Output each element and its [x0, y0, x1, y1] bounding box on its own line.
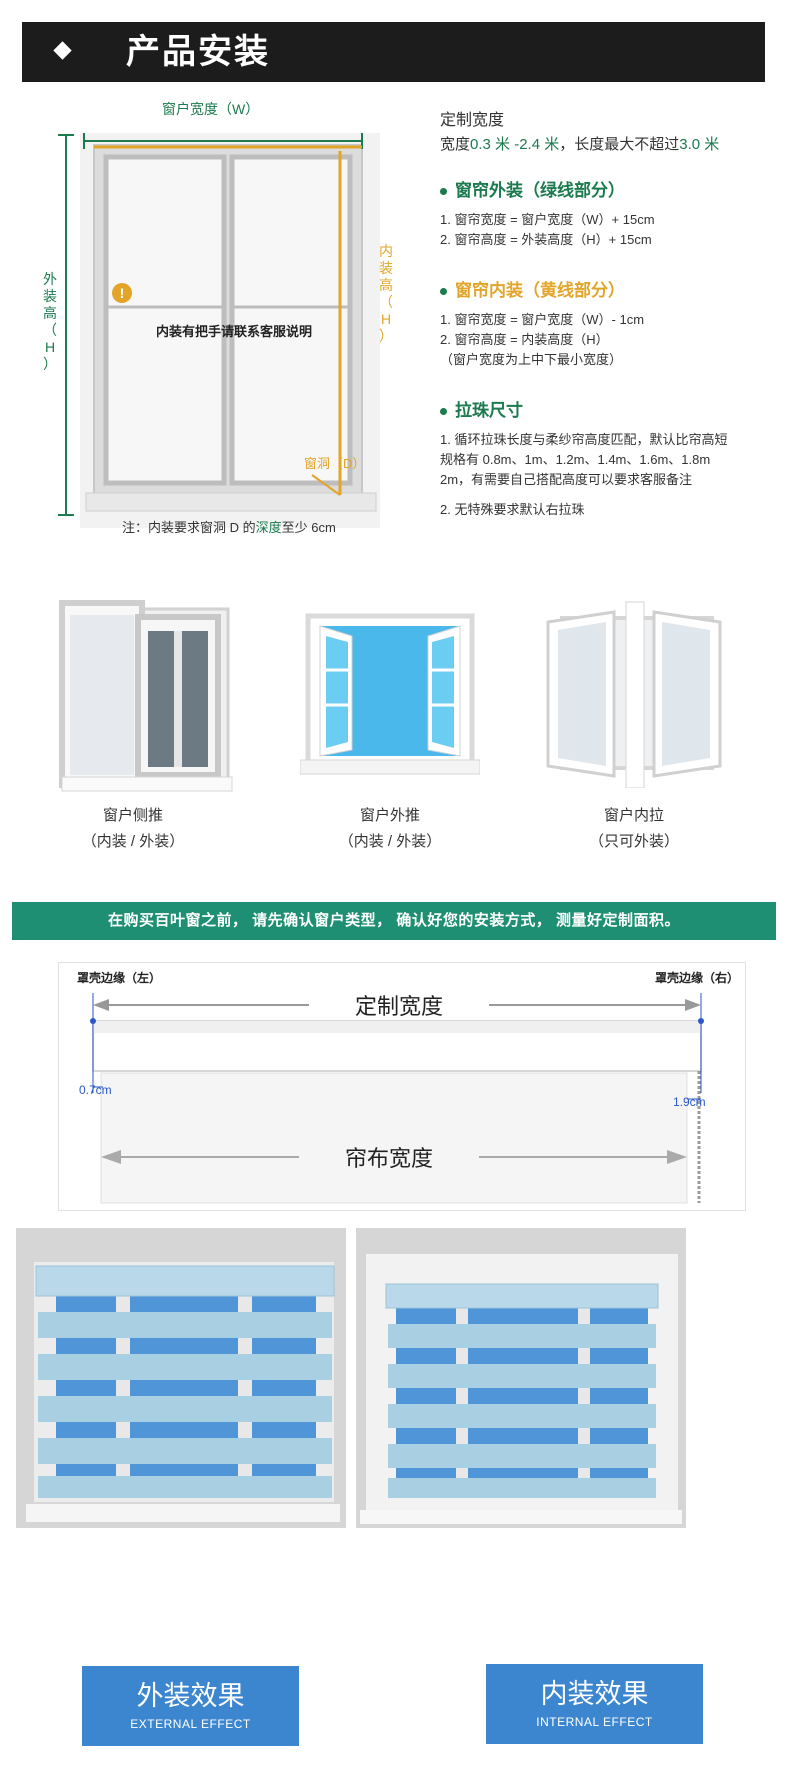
left-edge-label: 罩壳边缘（左） — [77, 971, 162, 985]
window-type-note: （内装 / 外装） — [338, 833, 442, 850]
inner-height-char: （ — [379, 294, 393, 310]
inner-height-label: 内 装 高 （ H ） — [378, 243, 394, 345]
bead-spec-title-text: 拉珠尺寸 — [455, 401, 523, 420]
depth-note-emph: 深度 — [255, 520, 282, 535]
outer-spec-line: 1. 窗帘宽度 = 窗户宽度（W）+ 15cm — [440, 212, 655, 227]
right-edge-label: 罩壳边缘（右） — [654, 971, 739, 985]
bullet-icon — [440, 408, 447, 416]
outer-spec-title: 窗帘外装（绿线部分） — [440, 180, 770, 202]
width-diagram: 罩壳边缘（左） 罩壳边缘（右） 定制宽度 0.7cm 1.9cm 帘布宽度 — [58, 962, 746, 1211]
inner-spec-line: 1. 窗帘宽度 = 窗户宽度（W）- 1cm — [440, 312, 645, 327]
custom-width-line: 宽度0.3 米 -2.4 米，长度最大不超过3.0 米 — [440, 132, 770, 158]
custom-width-title: 定制宽度 — [440, 112, 505, 129]
outer-height-char: 外 — [43, 271, 57, 287]
hole-label: 窗洞（D） — [304, 456, 366, 471]
inner-spec-title-text: 窗帘内装（黄线部分） — [455, 281, 625, 300]
left-gap-label: 0.7cm — [79, 1083, 112, 1097]
section-title: 产品安装 — [126, 33, 270, 71]
window-type-inward: 窗户内拉 （只可外装） — [544, 598, 734, 850]
notice-banner: 在购买百叶窗之前， 请先确认窗户类型， 确认好您的安装方式， 测量好定制面积。 — [12, 902, 776, 940]
internal-effect-label: 内装效果 INTERNAL EFFECT — [486, 1664, 703, 1744]
side-sliding-window-image — [59, 600, 233, 792]
internal-effect-photo — [356, 1228, 686, 1528]
specs-panel: 定制宽度 宽度0.3 米 -2.4 米，长度最大不超过3.0 米 窗帘外装（绿线… — [440, 110, 770, 520]
external-effect-zh: 外装效果 — [136, 1681, 245, 1711]
window-type-side: 窗户侧推 （内装 / 外装） — [48, 595, 248, 850]
window-type-note: （只可外装） — [588, 833, 679, 850]
diamond-icon — [53, 41, 72, 60]
bead-spec-line: 规格有 0.8m、1m、1.2m、1.4m、1.6m、1.8m — [440, 452, 711, 467]
inner-height-char: 装 — [379, 260, 393, 276]
svg-text:!: ! — [120, 285, 125, 301]
outward-window-image — [299, 613, 481, 775]
cloth-width-heading: 帘布宽度 — [344, 1146, 433, 1171]
custom-width-mid: ，长度最大不超过 — [559, 136, 680, 153]
install-diagram: ! 窗户宽度（W） 外 装 高 （ H ） 内 装 高 （ H ） 窗洞（D） … — [22, 95, 412, 545]
internal-effect-zh: 内装效果 — [540, 1679, 649, 1709]
outer-height-char: （ — [43, 322, 57, 338]
warning-text: 内装有把手请联系客服说明 — [156, 324, 313, 339]
custom-width-heading: 定制宽度 — [354, 994, 443, 1019]
outer-height-label: 外 装 高 （ H ） — [42, 271, 58, 373]
depth-note-suffix: 至少 6cm — [281, 520, 336, 535]
window-type-name: 窗户侧推 — [102, 807, 163, 824]
window-type-note: （内装 / 外装） — [81, 833, 185, 850]
window-width-label: 窗户宽度（W） — [162, 101, 260, 117]
inward-window-image — [546, 601, 722, 789]
window-type-name: 窗户内拉 — [603, 807, 664, 824]
bead-spec-line: 1. 循环拉珠长度与柔纱帘高度匹配，默认比帘高短 — [440, 432, 728, 447]
external-blind-image — [26, 1262, 340, 1522]
outer-height-char: H — [44, 339, 56, 355]
inner-spec-line: 2. 窗帘高度 = 内装高度（H） — [440, 332, 609, 347]
window-type-outward: 窗户外推 （内装 / 外装） — [299, 610, 490, 850]
bead-spec-line: 2m，有需要自己搭配高度可以要求客服备注 — [440, 472, 693, 487]
external-effect-photo — [16, 1228, 346, 1528]
custom-width-max: 3.0 米 — [679, 136, 720, 153]
depth-note: 注：内装要求窗洞 D 的深度至少 6cm — [122, 517, 336, 536]
custom-width-prefix: 宽度 — [440, 136, 471, 153]
window-diagram-svg: ! — [58, 133, 380, 528]
inner-height-char: ） — [379, 328, 393, 344]
outer-height-char: ） — [43, 356, 57, 372]
inner-height-char: 高 — [379, 277, 393, 293]
bead-spec-title: 拉珠尺寸 — [440, 400, 770, 422]
inner-spec-title: 窗帘内装（黄线部分） — [440, 280, 770, 302]
width-diagram-svg — [90, 993, 704, 1204]
bullet-icon — [440, 188, 447, 196]
outer-height-char: 高 — [43, 305, 57, 321]
internal-effect-en: INTERNAL EFFECT — [536, 1715, 653, 1729]
inner-height-char: H — [380, 311, 392, 327]
inner-spec-line: （窗户宽度为上中下最小宽度） — [440, 352, 623, 367]
external-effect-en: EXTERNAL EFFECT — [130, 1717, 251, 1731]
right-gap-label: 1.9cm — [673, 1095, 706, 1109]
internal-blind-image — [360, 1254, 682, 1524]
outer-spec-title-text: 窗帘外装（绿线部分） — [455, 181, 625, 200]
section-header: 产品安装 — [22, 22, 765, 82]
depth-note-prefix: 注：内装要求窗洞 D 的 — [122, 520, 256, 535]
bullet-icon — [440, 288, 447, 296]
inner-height-char: 内 — [379, 243, 393, 259]
bead-spec-line: 2. 无特殊要求默认右拉珠 — [440, 502, 585, 517]
outer-height-char: 装 — [43, 288, 57, 304]
external-effect-label: 外装效果 EXTERNAL EFFECT — [82, 1666, 299, 1746]
outer-spec-line: 2. 窗帘高度 = 外装高度（H）+ 15cm — [440, 232, 652, 247]
window-type-name: 窗户外推 — [359, 807, 420, 824]
custom-width-range: 0.3 米 -2.4 米 — [470, 136, 560, 153]
